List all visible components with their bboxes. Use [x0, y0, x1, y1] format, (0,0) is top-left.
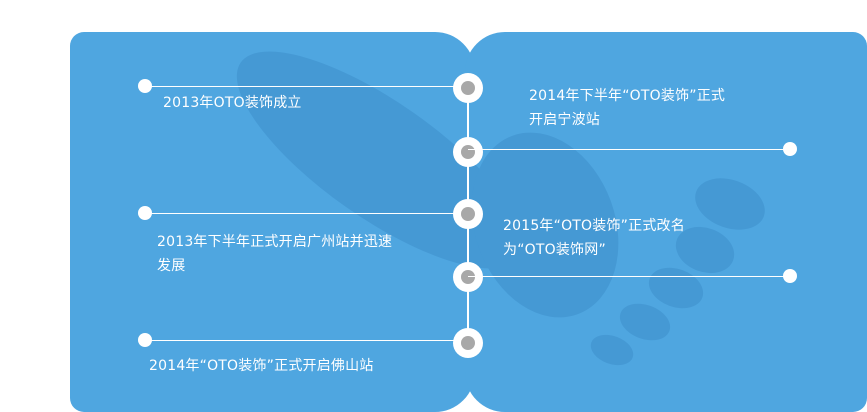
timeline-node — [453, 137, 483, 167]
timeline-node — [453, 328, 483, 358]
timeline-node — [453, 199, 483, 229]
event-text: 2015年“OTO装饰”正式改名 为“OTO装饰网” — [503, 218, 685, 258]
event-connector — [468, 149, 790, 150]
event-connector — [145, 86, 468, 87]
event-text: 2014年“OTO装饰”正式开启佛山站 — [149, 358, 374, 374]
event-connector — [468, 276, 790, 277]
event-connector — [145, 213, 468, 214]
event-text: 2014年下半年“OTO装饰”正式 开启宁波站 — [529, 88, 726, 128]
event-end-dot — [783, 269, 797, 283]
event-text: 2013年下半年正式开启广州站并迅速 发展 — [157, 234, 393, 274]
event-text: 2013年OTO装饰成立 — [163, 95, 302, 111]
event-end-dot — [783, 142, 797, 156]
timeline-node — [453, 73, 483, 103]
event-connector — [145, 340, 468, 341]
timeline-node — [453, 262, 483, 292]
